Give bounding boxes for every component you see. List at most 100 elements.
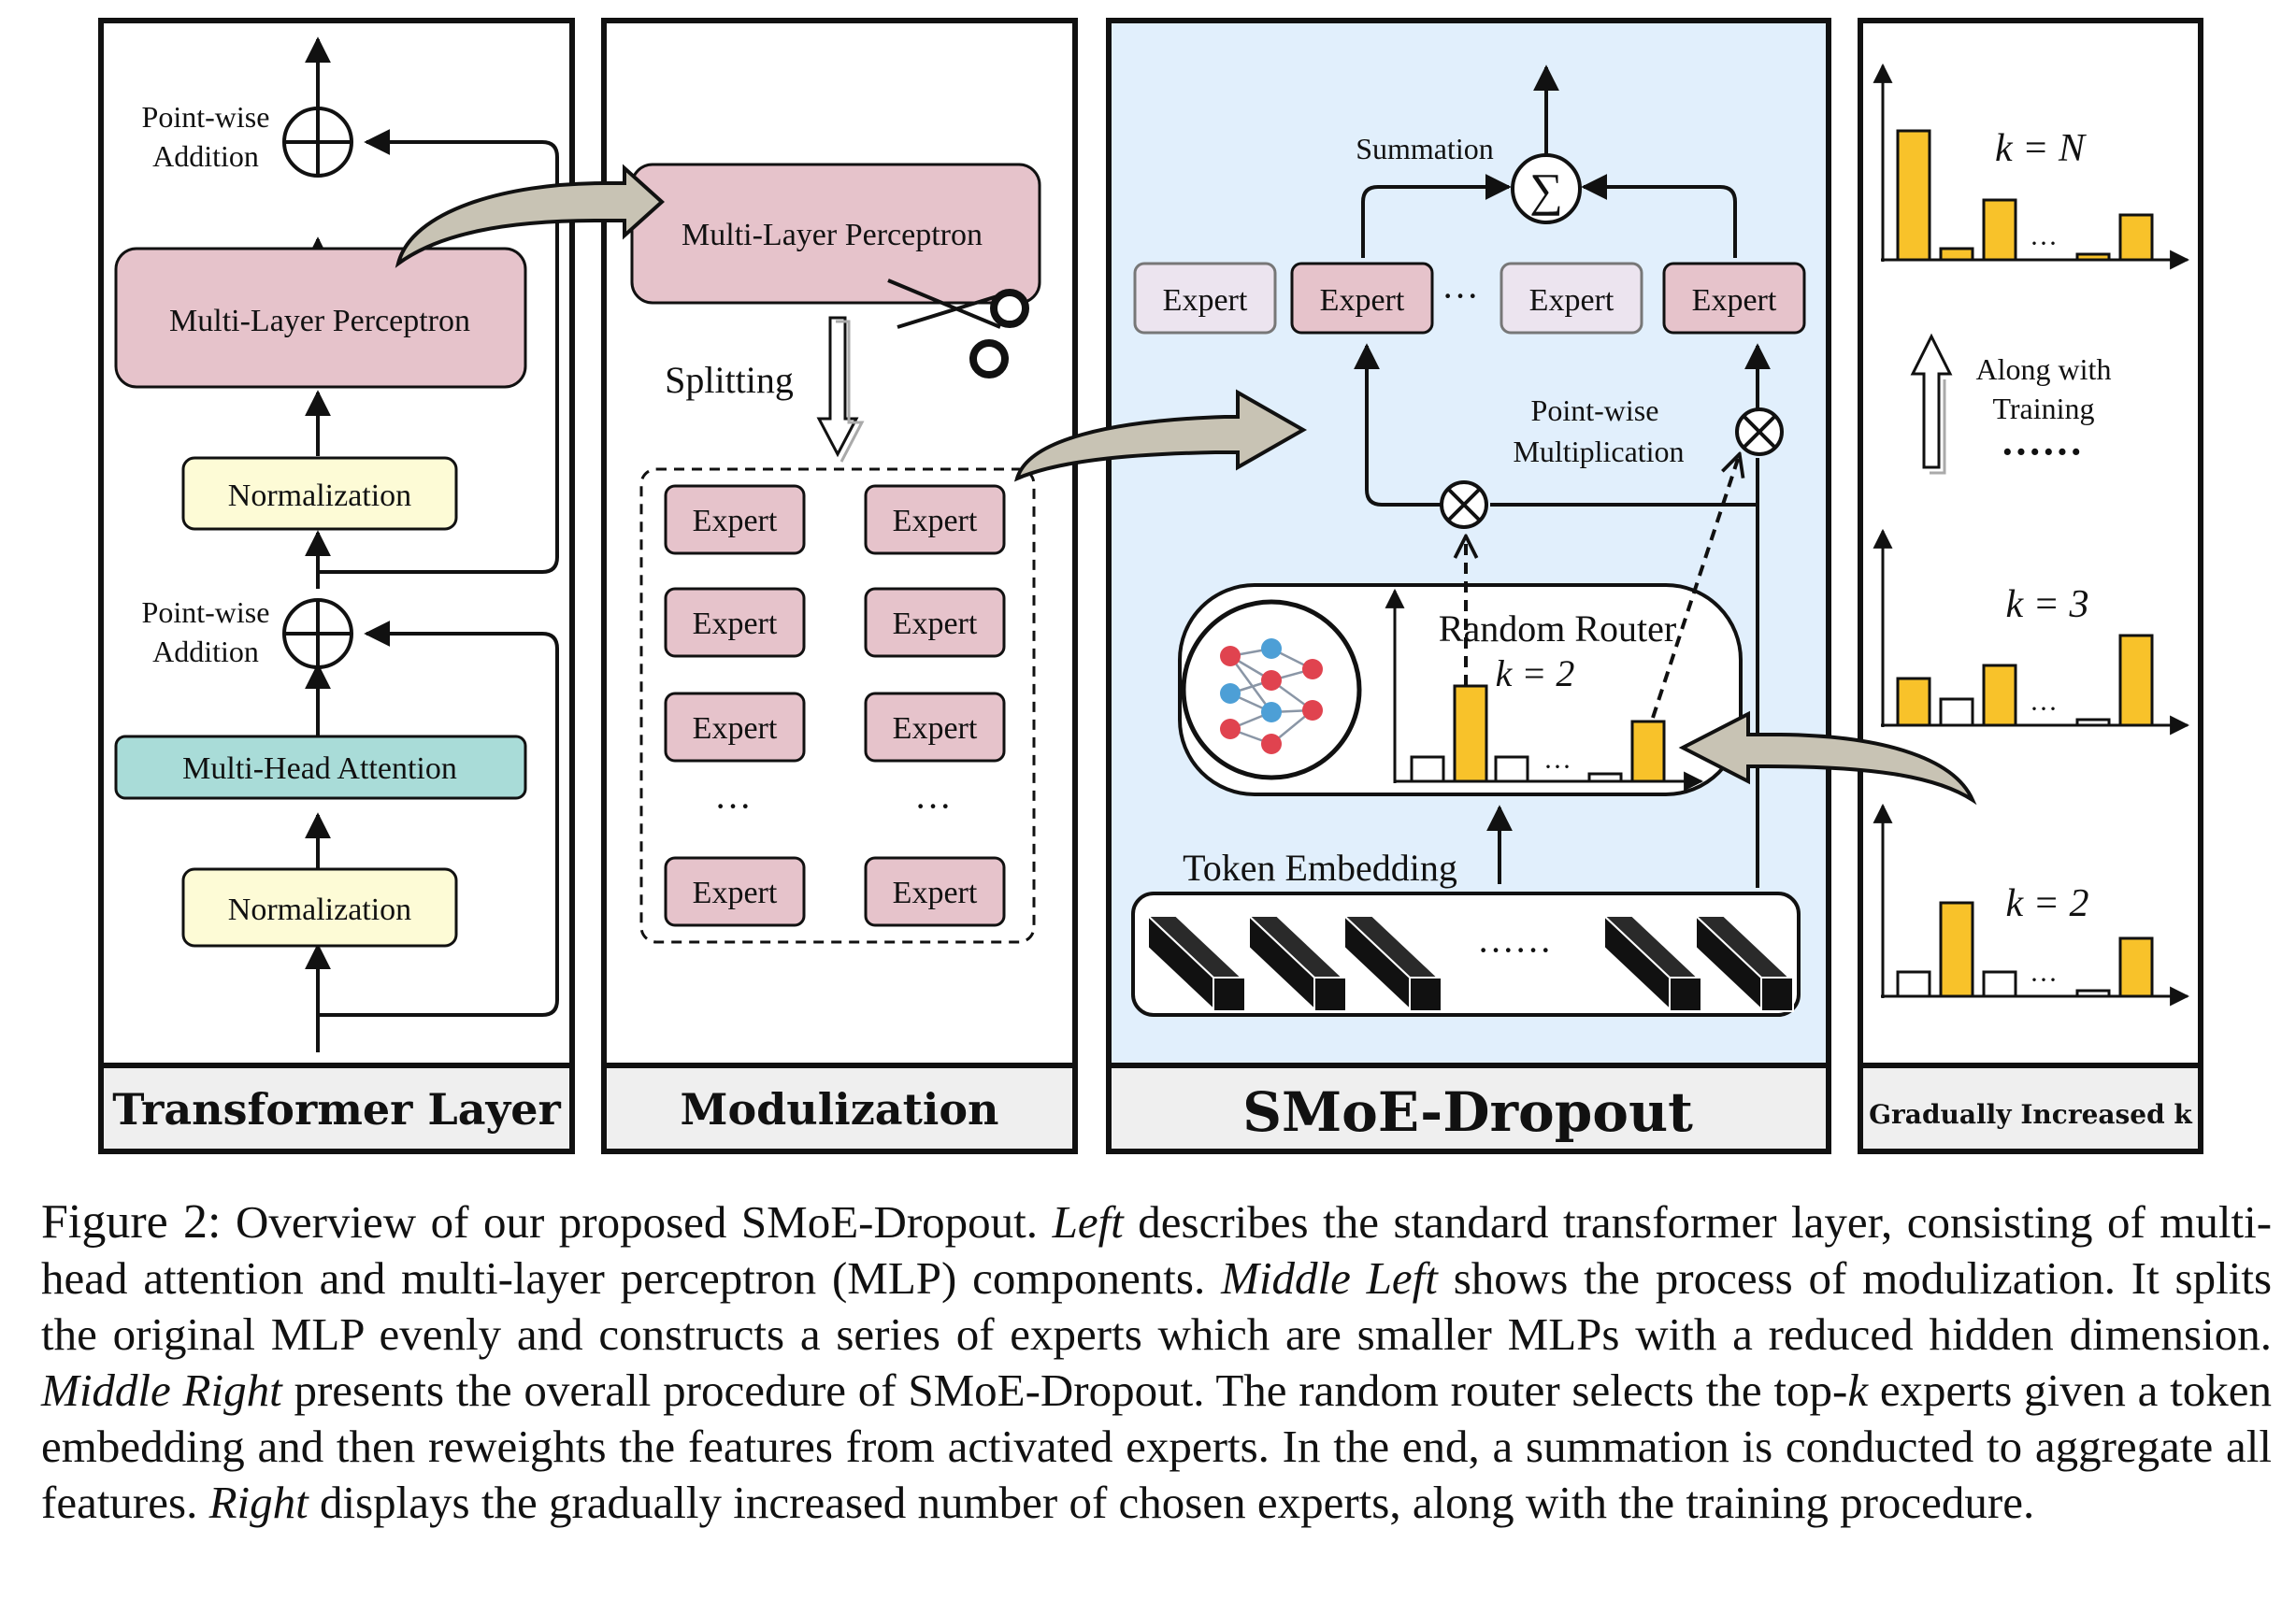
modulization-expert-8: Expert <box>864 856 1006 927</box>
caption-fig-label: Figure 2: <box>41 1195 222 1249</box>
smoe-expert-1: Expert <box>1133 262 1277 335</box>
router-bar-1 <box>1410 755 1445 783</box>
modulization-ellipsis-right: ··· <box>914 785 952 827</box>
smoe-expert-3: Expert <box>1500 262 1643 335</box>
splitting-arrow-icon <box>816 316 865 463</box>
gradual-bar-5 <box>2118 634 2154 727</box>
smoe-expert-label: Expert <box>1529 283 1614 318</box>
along-line2: Training <box>1992 392 2094 425</box>
transformer-title: Transformer Layer <box>112 1084 561 1135</box>
gradual-bar-3 <box>1982 970 2017 998</box>
caption-s5: experts given a token embedding and then… <box>41 1364 2273 1528</box>
smoe-expert-4: Expert <box>1662 262 1806 335</box>
modulization-expert-3: Expert <box>664 587 806 658</box>
modulization-expert-7: Expert <box>664 856 806 927</box>
splitting-label: Splitting <box>665 359 794 401</box>
router-bars <box>1410 684 1666 783</box>
caption-s4: presents the overall procedure of SMoE-D… <box>294 1364 1848 1416</box>
gradual-bar-3 <box>1982 198 2017 262</box>
transformer-title-bar <box>98 1063 575 1154</box>
smoe-experts-row: Expert Expert Expert Expert <box>1133 262 1806 335</box>
token-block-2 <box>1246 913 1347 1012</box>
gradual-chart-2: ··· <box>1873 528 2190 736</box>
caption-middle-right-label: Middle Right <box>41 1364 282 1416</box>
multiply-right-icon <box>1735 407 1784 456</box>
gradual-bar-4 <box>2075 718 2111 727</box>
modulization-expert-label: Expert <box>693 711 778 746</box>
sigma-symbol: ∑ <box>1529 164 1563 216</box>
smoe-expert-2: Expert <box>1290 262 1434 335</box>
k-mid-label: k = 3 <box>2006 583 2089 626</box>
gradual-bar-3 <box>1982 664 2017 727</box>
gradual-bar-ellipsis: ··· <box>2030 964 2058 995</box>
k-bot-label: k = 2 <box>2006 882 2089 925</box>
along-line1: Along with <box>1976 352 2112 386</box>
pointwise-addition-bottom-line2: Addition <box>152 635 259 668</box>
router-k-label: k = 2 <box>1496 652 1575 694</box>
smoe-expert-label: Expert <box>1692 283 1777 318</box>
gradual-bar-4 <box>2075 989 2111 998</box>
gradual-title: Gradually Increased k <box>1869 1099 2192 1130</box>
token-embedding-label: Token Embedding <box>1183 847 1457 889</box>
smoe-title-bar <box>1106 1063 1831 1154</box>
pointwise-mult-line1: Point-wise <box>1531 393 1659 427</box>
mha-label: Multi-Head Attention <box>182 751 457 786</box>
random-router-label: Random Router <box>1439 607 1676 650</box>
curved-arrow-mod-to-smoe <box>1013 389 1308 482</box>
smoe-title: SMoE-Dropout <box>1242 1080 1693 1144</box>
modulization-title-bar <box>601 1063 1078 1154</box>
pointwise-addition-bottom-line1: Point-wise <box>142 595 270 629</box>
caption-s3: shows the process of modulization. It sp… <box>41 1252 2273 1360</box>
pointwise-addition-top-line2: Addition <box>152 139 259 173</box>
curved-arrow-transformer-to-mod <box>395 164 665 268</box>
modulization-expert-1: Expert <box>664 484 806 555</box>
router-bar-2 <box>1453 684 1488 783</box>
gradual-bar-2 <box>1939 697 1974 727</box>
modulization-expert-4: Expert <box>864 587 1006 658</box>
summation-label: Summation <box>1356 132 1494 165</box>
k-top-label: k = N <box>1995 127 2087 170</box>
caption-s2: describes the standard transformer layer… <box>41 1196 2273 1304</box>
gradual-bar-2 <box>1939 247 1974 262</box>
gradual-chart-1: ··· <box>1873 63 2190 270</box>
smoe-expert-label: Expert <box>1320 283 1405 318</box>
gradual-bar-2 <box>1939 901 1974 998</box>
router-bar-4 <box>1587 772 1623 783</box>
modulization-ellipsis-left: ··· <box>714 785 752 827</box>
summation-icon <box>1511 153 1582 224</box>
along-dots: ······ <box>2001 429 2083 475</box>
caption-right-label: Right <box>208 1477 309 1528</box>
gradual-bar-1 <box>1896 129 1931 262</box>
modulization-expert-label: Expert <box>893 607 978 641</box>
caption-k-var: k <box>1847 1364 1869 1416</box>
caption-s6: displays the gradually increased number … <box>320 1477 2035 1528</box>
token-ellipsis: ······ <box>1477 929 1552 971</box>
modulization-title: Modulization <box>681 1084 999 1135</box>
gradual-title-bar <box>1858 1063 2203 1154</box>
smoe-dropout-figure: Transformer Layer Normalization Multi-He… <box>98 18 2203 1154</box>
gradual-charts: ········· <box>1873 63 2190 1007</box>
gradual-bar-5 <box>2118 213 2154 262</box>
gradual-bar-1 <box>1896 677 1931 727</box>
experts-container <box>639 467 1036 944</box>
smoe-expert-ellipsis: ··· <box>1442 275 1479 317</box>
transformer-norm-top <box>181 456 458 531</box>
transformer-mlp-block <box>114 247 527 389</box>
router-bar-3 <box>1494 755 1529 783</box>
caption-middle-left-label: Middle Left <box>1221 1252 1438 1304</box>
gradual-bar-ellipsis: ··· <box>2030 228 2058 259</box>
transformer-norm-top-label: Normalization <box>228 479 411 513</box>
gradual-bar-4 <box>2075 252 2111 262</box>
modulization-expert-label: Expert <box>693 504 778 538</box>
caption-left-label: Left <box>1052 1196 1124 1248</box>
router-bar-5 <box>1630 720 1666 783</box>
transformer-norm-bottom <box>181 867 458 948</box>
modulization-expert-5: Expert <box>664 692 806 763</box>
smoe-expert-label: Expert <box>1163 283 1248 318</box>
token-block-3 <box>1342 913 1442 1012</box>
pointwise-addition-top-line1: Point-wise <box>142 100 270 134</box>
modulization-expert-label: Expert <box>693 876 778 910</box>
gradual-panel: Gradually Increased k ········· k = N k … <box>1858 18 2203 1154</box>
